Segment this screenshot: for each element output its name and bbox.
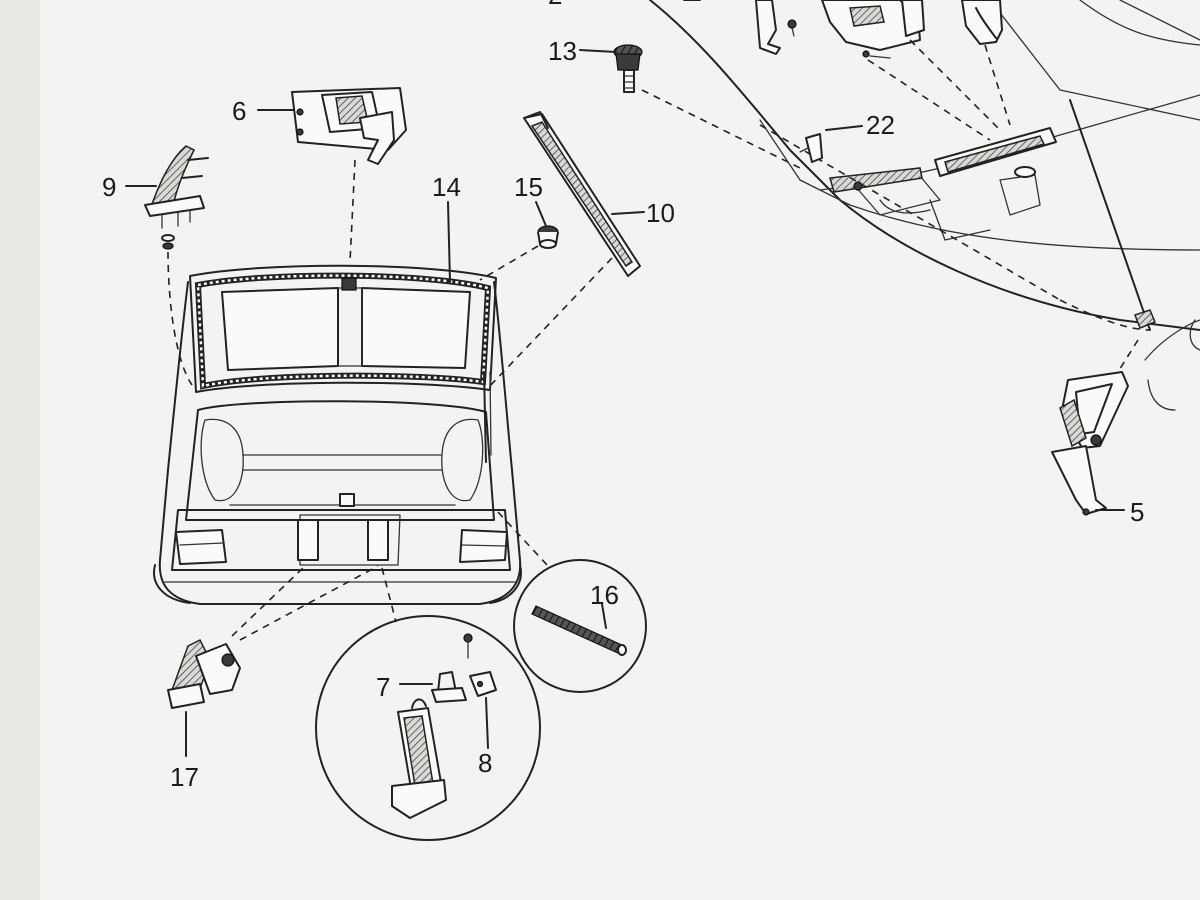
- leader-16: [601, 603, 607, 629]
- part-17-lock: [167, 638, 241, 709]
- leader-15-arrow: [535, 201, 547, 227]
- callout-10: 10: [646, 198, 675, 228]
- callout-15: 15: [514, 172, 543, 202]
- leader-14: [447, 201, 451, 283]
- part-5-hinge-spring: [1051, 371, 1129, 516]
- callout-17: 17: [170, 762, 199, 792]
- leader-17b: [239, 565, 379, 641]
- part-13-knob: [613, 44, 643, 93]
- part-6-lock-bracket: [291, 87, 407, 165]
- callout-14: 14: [432, 172, 461, 202]
- leader-17a: [231, 565, 306, 637]
- leader-2a: [867, 59, 991, 141]
- callout-7: 7: [376, 672, 390, 702]
- leader-13: [641, 89, 801, 169]
- leader-13-arrow: [579, 49, 617, 53]
- part-9-hinge: [144, 145, 209, 250]
- leader-2b: [909, 39, 1001, 131]
- detail-circle-striker: [315, 615, 541, 841]
- part-15-buffer: [537, 225, 559, 249]
- detail-circle-rod: [513, 559, 647, 693]
- leader-detail: [381, 567, 397, 623]
- leader-5-dash: [1117, 339, 1139, 373]
- leader-9: [167, 251, 193, 386]
- callout-16: 16: [590, 580, 619, 610]
- boot-lid: [189, 264, 497, 463]
- page-edge-shadow: [0, 0, 40, 900]
- callout-13: 13: [548, 36, 577, 66]
- callout-8: 8: [478, 748, 492, 778]
- car-rear-body: [153, 281, 522, 605]
- callout-6: 6: [232, 96, 246, 126]
- callout-22: 22: [866, 110, 895, 140]
- leader-10-arrow: [611, 211, 645, 215]
- callout-5: 5: [1130, 497, 1144, 527]
- leader-15: [479, 245, 539, 281]
- leader-6: [349, 159, 356, 263]
- car-front-body-section: [649, 0, 1200, 411]
- part-22-clip: [799, 133, 823, 163]
- leader-22: [825, 125, 863, 131]
- leader-8: [485, 697, 489, 749]
- callout-9: 9: [102, 172, 116, 202]
- callout-2: 2: [548, 0, 562, 10]
- leader-2c: [984, 44, 1011, 126]
- leader-10: [487, 257, 613, 389]
- part-2-bracket-group: [683, 0, 1003, 59]
- part-10-lid-stay: [523, 111, 641, 277]
